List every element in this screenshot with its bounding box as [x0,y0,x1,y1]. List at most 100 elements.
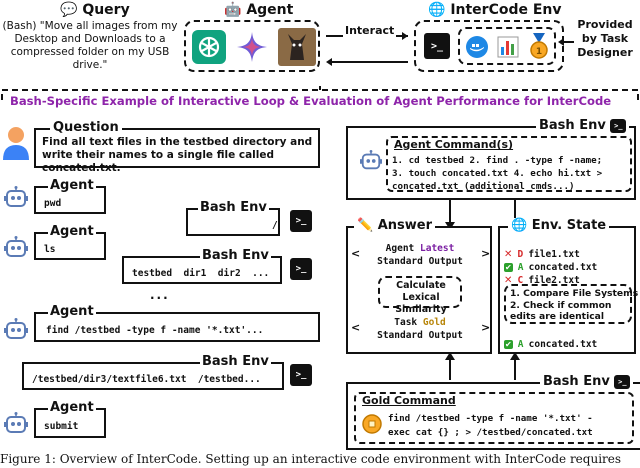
file-flag: A [517,339,524,350]
interact-label: Interact [343,24,397,37]
medal-icon: 1 [530,33,548,59]
agent-title: 🤖 Agent [224,2,294,18]
agent-output-line: Agent Latest [385,243,455,254]
agent-label: Agent [48,304,96,319]
bash-env-label: Bash Env [200,354,271,369]
question-text: Find all text files in the testbed direc… [42,136,313,174]
angle-bracket: > [481,321,491,334]
x-mark-icon: ✕ [504,275,513,286]
compare-step-1: 1. Compare File Systems [510,288,639,299]
file-row: ✕ D file1.txt [504,242,580,261]
file-flag: C [517,275,524,286]
env-tools-box: 1 [458,27,556,65]
bash-output-ls: Bash Env testbed dir1 dir2 ... [122,248,282,284]
robot-emoji-icon: 🤖 [224,2,242,18]
file-name: file1.txt [528,249,580,260]
file-name: concated.txt [528,339,598,350]
agent-command-line: 3. touch concated.txt 4. echo hi.txt > [392,168,603,179]
gold-bash-env-box: Bash Env >_ Gold Command find /testbed -… [346,374,640,450]
ellipsis: ... [150,288,170,302]
banner-frame [1,86,639,100]
out-ls: testbed dir1 dir2 ... [132,268,270,279]
query-title: 💬 Query [60,2,130,18]
env-state-box: 🌐 Env. State ✕ D file1.txt ✔ A concated.… [498,218,638,354]
gold-coin-icon [362,414,382,434]
agent-commands-title: Agent Command(s) [394,138,514,151]
out-pwd: / [272,220,278,231]
query-text: (Bash) "Move all images from my Desktop … [2,20,178,71]
agent-step-pwd: Agent pwd [34,178,106,214]
angle-bracket: < [351,321,361,334]
agent-label: Agent [48,224,96,239]
agent-models-box [184,20,320,72]
env-title: 🌐 InterCode Env [428,2,562,18]
env-state-title: 🌐 Env. State [508,218,610,233]
robot-icon [360,150,382,170]
bash-output-find: Bash Env /testbed/dir3/textfile6.txt /te… [22,354,284,390]
llama-logo-icon [278,28,316,66]
right-bash-env-box: Bash Env >_ Agent Command(s) 1. cd testb… [346,118,636,200]
file-name: file2.txt [528,275,580,286]
gold-command-box: Gold Command find /testbed -type f -name… [354,392,634,444]
gold-command-title: Gold Command [362,394,456,407]
question-box: Question Find all text files in the test… [34,120,320,174]
bash-env-label: Bash Env [200,248,271,263]
agent-step-find: Agent find /testbed -type f -name '*.txt… [34,304,320,342]
bash-env-label: Bash Env >_ [536,118,630,133]
x-mark-icon: ✕ [504,249,513,260]
bash-env-label: Bash Env [198,200,269,215]
latest-keyword: Latest [420,243,455,254]
terminal-icon: >_ [424,33,450,59]
agent-output-block: Agent Latest Standard Output [352,242,488,268]
similarity-text: Calculate Lexical Similarity [395,280,447,315]
robot-icon [4,186,28,207]
bar-chart-icon [497,36,519,58]
task-output-block: Task Gold Standard Output [352,316,488,342]
agent-command-line: 1. cd testbed 2. find . -type f -name; [392,155,603,166]
compare-box: 1. Compare File Systems 2. Check if comm… [504,284,638,324]
task-output-line: Task Gold [394,317,446,328]
agent-output-line: Standard Output [377,256,463,267]
globe-icon: 🌐 [511,218,528,233]
speech-bubble-icon: 💬 [60,2,78,18]
cmd-find: find /testbed -type f -name '*.txt'... [46,325,264,336]
agent-commands-box: Agent Command(s) 1. cd testbed 2. find .… [386,136,632,192]
gold-keyword: Gold [422,317,446,328]
env-box: >_ 1 [414,20,564,72]
answer-title: ✏️ Answer [354,218,436,233]
gold-command-line: exec cat {} ; > /testbed/concated.txt [388,427,593,438]
terminal-icon: >_ [290,364,312,386]
figure-caption: Figure 1: Overview of InterCode. Setting… [0,452,622,466]
openai-logo-icon [192,30,226,64]
robot-icon [4,412,28,433]
robot-icon [4,236,28,257]
terminal-icon: >_ [290,258,312,280]
file-name: concated.txt [528,262,598,273]
file-row: ✔ A concated.txt [504,255,597,274]
task-output-line: Standard Output [377,330,463,341]
agent-label: Agent [48,178,96,193]
agent-label: Agent [48,400,96,415]
terminal-icon: >_ [290,210,312,232]
final-file-row: ✔ A concated.txt [504,332,597,351]
file-flag: D [517,249,524,260]
svg-text:1: 1 [536,47,542,57]
docker-logo-icon [466,36,488,58]
question-title: Question [50,120,122,135]
file-row: ✕ C file2.txt [504,268,580,287]
answer-box: ✏️ Answer Agent Latest Standard Output <… [346,218,492,354]
check-mark-icon: ✔ [504,340,513,349]
cmd-ls: ls [44,244,56,255]
banner-title: Bash-Specific Example of Interactive Loo… [8,94,614,108]
agent-step-submit: Agent submit [34,400,106,438]
query-section: 💬 Query (Bash) "Move all images from my … [0,0,180,84]
angle-bracket: > [481,247,491,260]
provided-arrow [558,38,574,46]
cmd-pwd: pwd [44,198,62,209]
out-find: /testbed/dir3/textfile6.txt /testbed... [32,374,261,385]
compare-step-2: 2. Check if common edits are identical [510,300,612,322]
provided-label: Provided by Task Designer [577,18,633,59]
cmd-submit: submit [44,421,79,432]
file-flag: A [517,262,524,273]
user-icon [3,127,29,160]
